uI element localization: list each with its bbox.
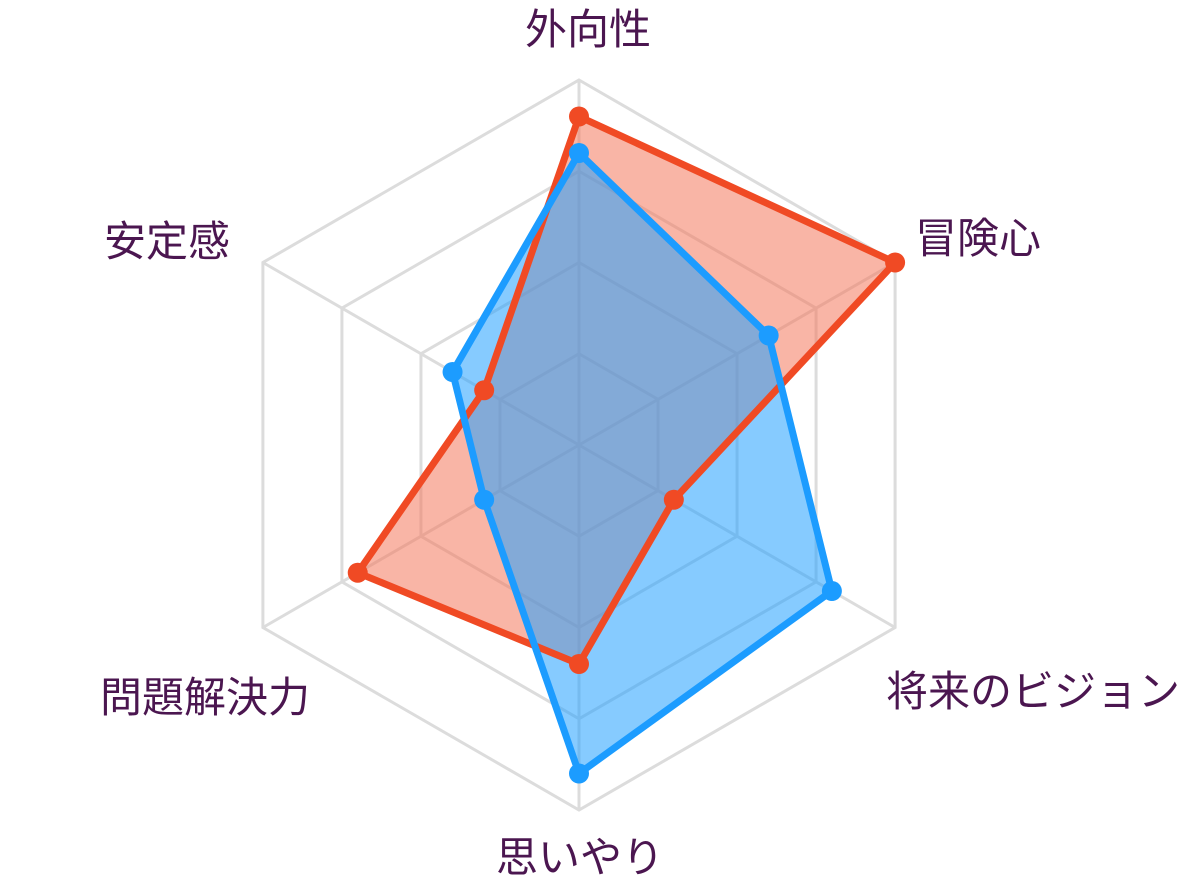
series-red-point-2 [663,489,684,510]
series-blue-point-1 [758,325,779,346]
axis-label-stability: 安定感 [104,217,230,266]
series-blue-point-5 [442,362,463,382]
axis-label-adventure: 冒険心 [915,214,1041,263]
axis-labels: 外向性 冒険心 将来のビジョン 思いやり 問題解決力 安定感 [100,5,1180,882]
axis-label-vision: 将来のビジョン [886,667,1180,716]
series-red-point-5 [474,380,495,401]
series-red-point-1 [885,252,906,273]
series-blue-point-3 [569,763,589,784]
axis-label-compassion: 思いやり [496,833,664,882]
series-red-point-4 [347,562,368,583]
series-blue-point-2 [821,581,842,601]
series-blue-point-4 [474,489,495,510]
axis-label-extraversion: 外向性 [525,5,651,54]
axis-label-problem-solving: 問題解決力 [100,673,310,722]
radar-series [347,106,906,784]
series-red-point-3 [569,654,589,674]
series-red-point-0 [569,106,589,127]
series-blue-point-0 [569,143,589,163]
